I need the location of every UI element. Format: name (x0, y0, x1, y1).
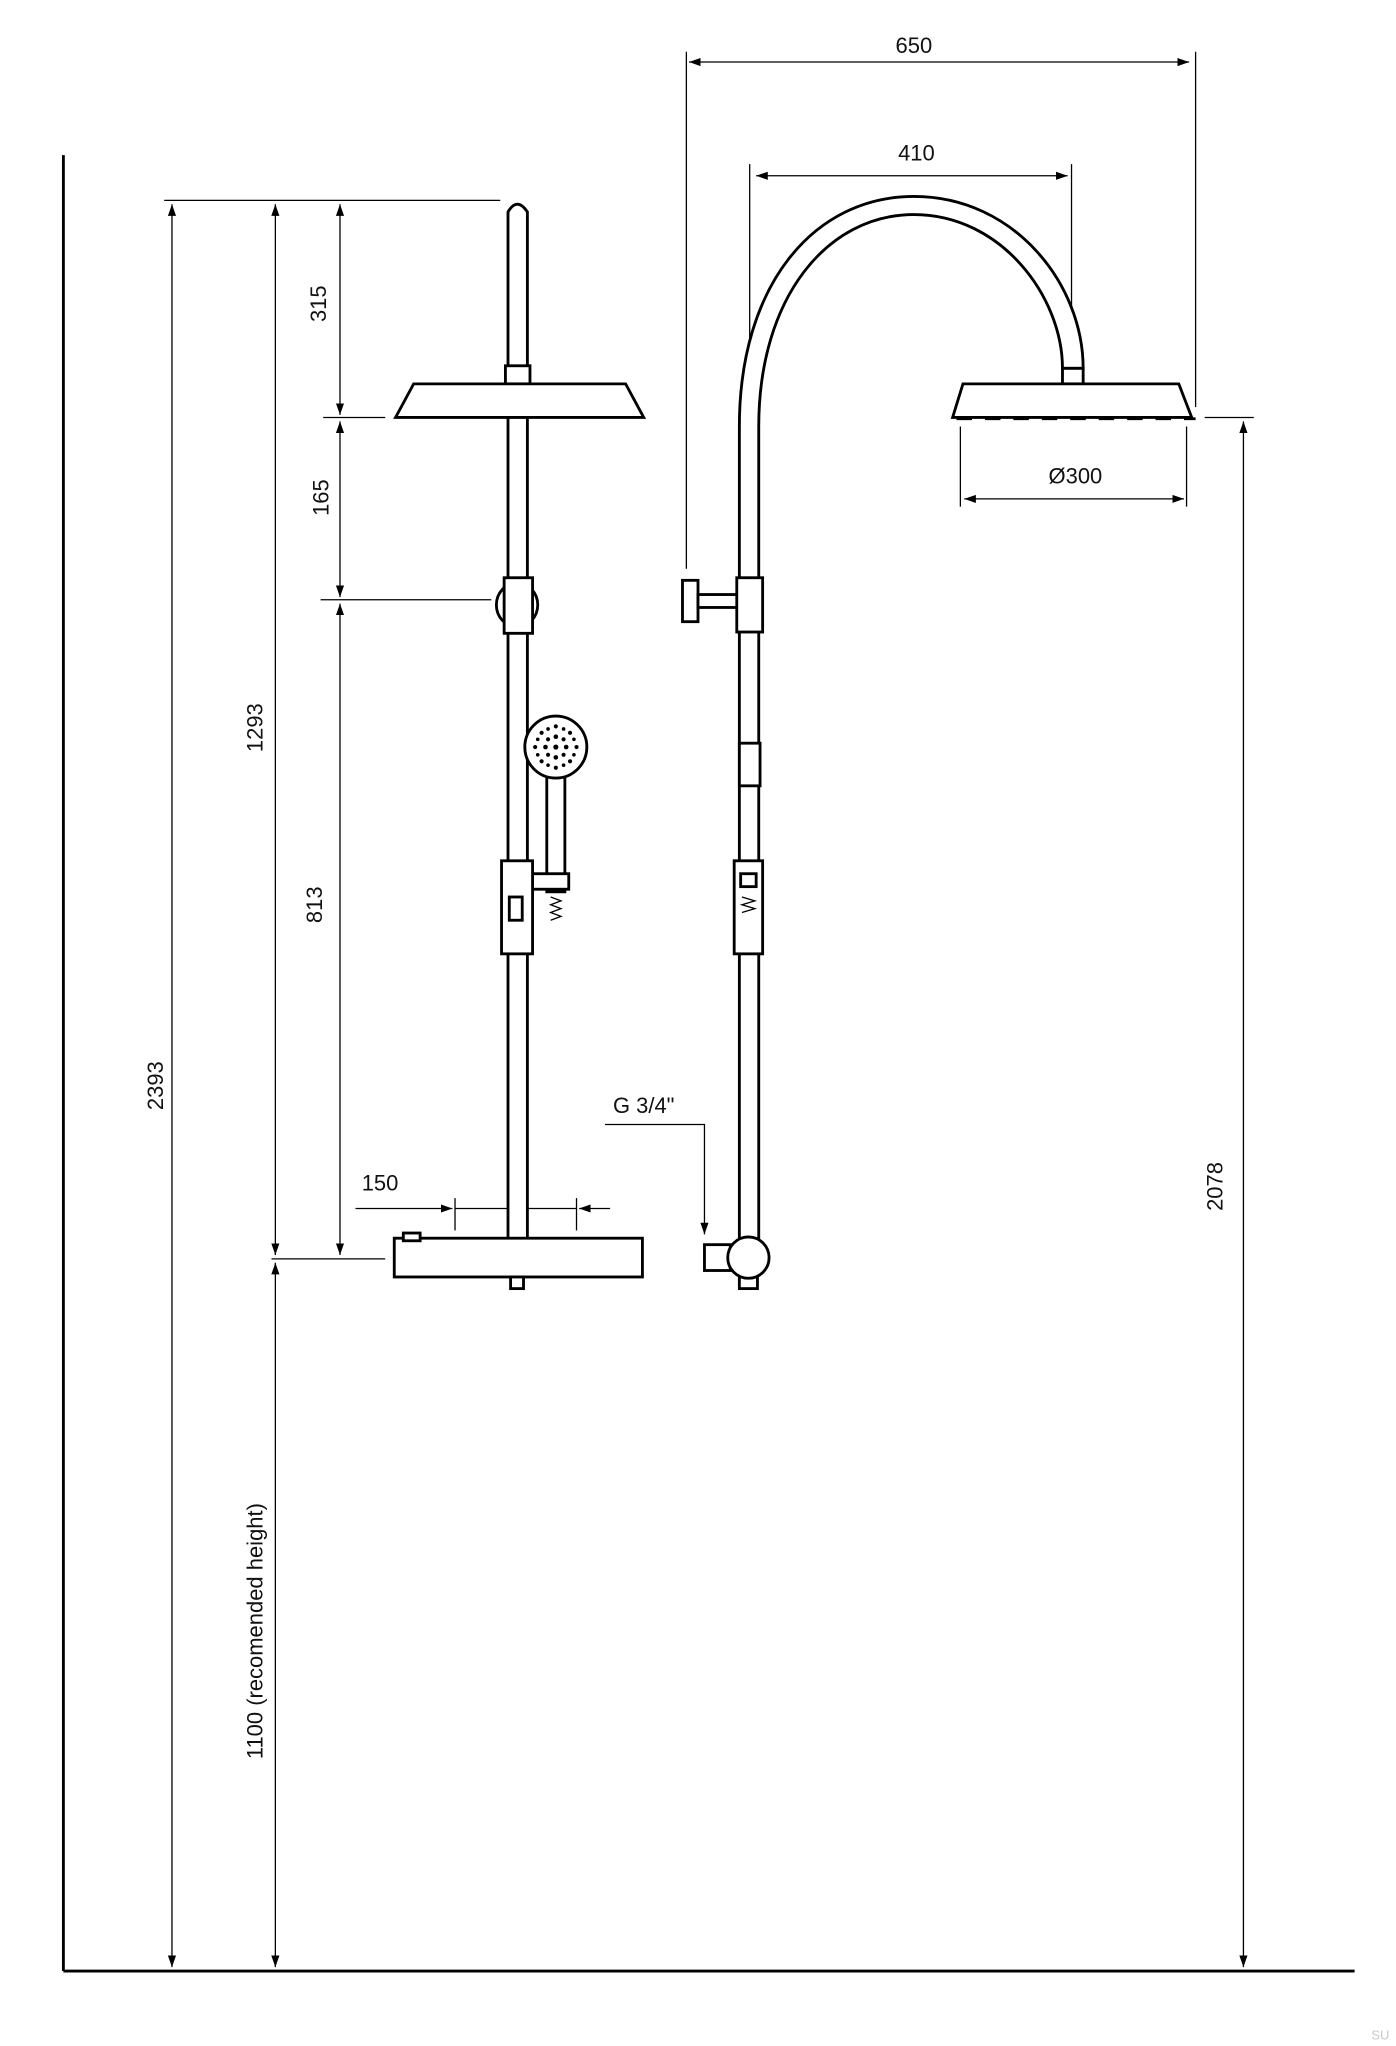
inlet-thread-label: G 3/4" (613, 1093, 675, 1118)
dim-150-label: 150 (362, 1170, 399, 1195)
side-view-shower (681, 195, 1196, 1291)
rain-head-front (393, 382, 647, 419)
front-view-shower (392, 202, 647, 1291)
dim-300-label: Ø300 (1049, 463, 1103, 488)
watermark: SU (1371, 2028, 1389, 2043)
inlet-fitting (703, 1243, 732, 1272)
wall-bracket-knob (681, 578, 700, 624)
right-dimensions (604, 51, 1254, 1968)
dim-2078-label: 2078 (1203, 1162, 1228, 1211)
dim-813-label: 813 (302, 886, 327, 923)
arched-riser (737, 195, 1085, 1243)
thermostat-bar (392, 1236, 644, 1279)
rain-head-side (950, 382, 1194, 419)
dim-1100-label: 1100 (recomended height) (242, 1503, 267, 1759)
riser-rail (506, 416, 529, 1243)
dim-165-label: 165 (308, 479, 333, 516)
left-dimensions (164, 199, 611, 1968)
inlet-connector (726, 1235, 771, 1280)
dim-315-label: 315 (306, 285, 331, 322)
dim-2393-label: 2393 (143, 1061, 168, 1110)
dim-410-label: 410 (898, 140, 935, 165)
dim-650-label: 650 (896, 33, 933, 58)
rail-holder (502, 576, 534, 635)
dim-1293-label: 1293 (242, 703, 267, 752)
